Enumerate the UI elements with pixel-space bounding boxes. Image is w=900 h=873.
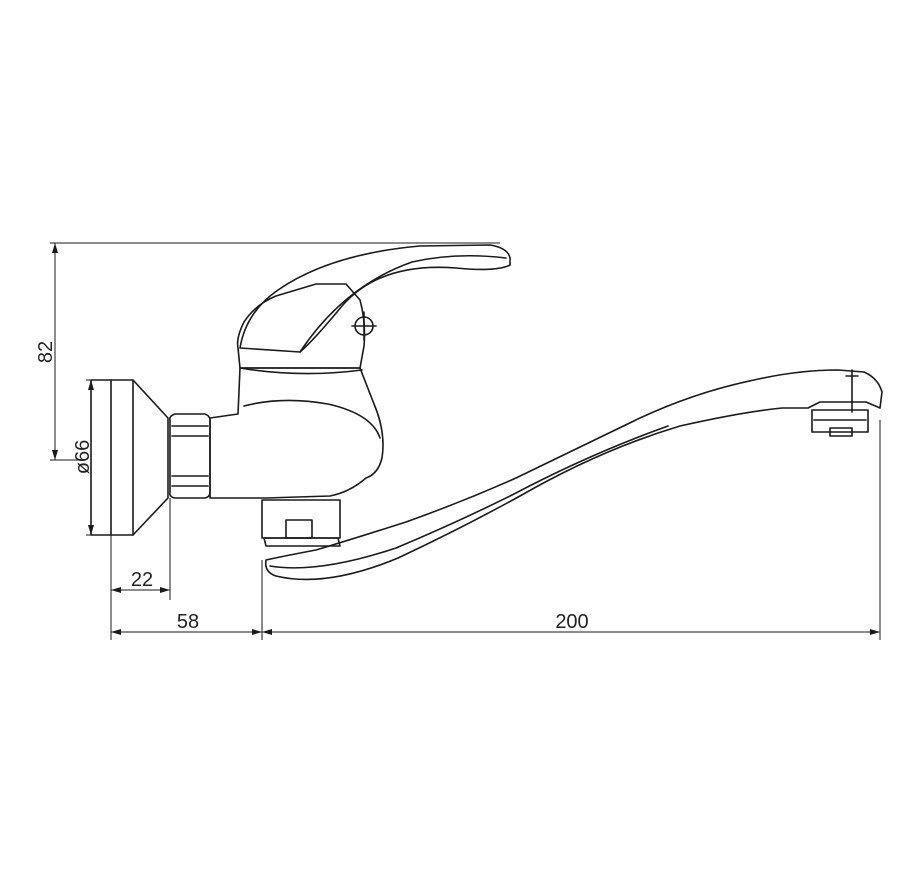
dim-spout-reach xyxy=(262,420,881,640)
hex-nut xyxy=(169,413,211,499)
dim-flange-depth xyxy=(110,498,171,600)
lever-handle xyxy=(239,244,511,353)
aerator xyxy=(811,409,869,437)
diameter-label: ø66 xyxy=(72,440,94,474)
spout xyxy=(264,369,883,581)
cartridge-cap xyxy=(236,283,377,369)
dim-height xyxy=(50,242,500,461)
height-label: 82 xyxy=(35,341,57,363)
wall-to-outlet-label: 58 xyxy=(177,611,199,633)
dim-wall-to-outlet xyxy=(110,560,263,640)
wall-flange xyxy=(90,379,169,536)
outlet-block xyxy=(261,499,341,547)
dim-diameter xyxy=(86,379,120,536)
spout-reach-label: 200 xyxy=(555,611,588,633)
flange-depth-label: 22 xyxy=(131,569,153,591)
mixer-body xyxy=(209,367,384,499)
